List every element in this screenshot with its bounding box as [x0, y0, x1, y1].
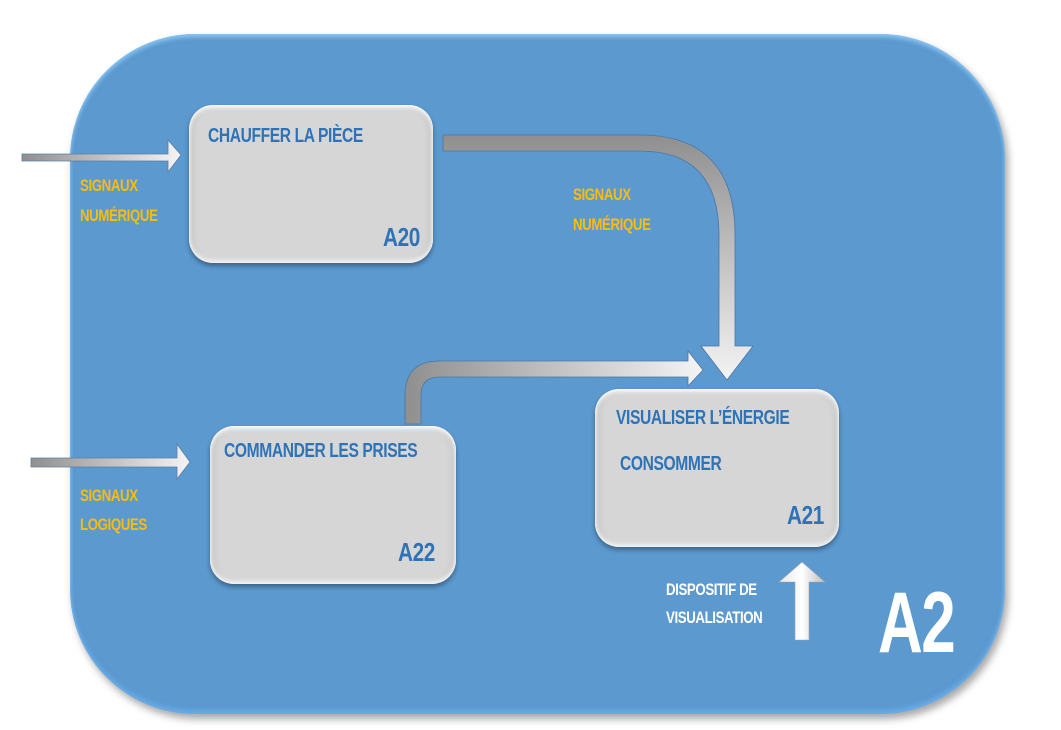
- flow-label-a20-a21-line2: numérique: [573, 215, 651, 234]
- input-arrow-a20: [21, 138, 182, 174]
- activity-title-a21-line2: consommer: [620, 453, 722, 475]
- activity-box-a22[interactable]: [210, 426, 456, 584]
- activity-title-a20: Chauffer la pièce: [208, 125, 363, 147]
- activity-box-a20[interactable]: [189, 105, 433, 263]
- input-label-a22-line1: Signaux: [80, 486, 138, 505]
- input-label-a20-line2: numérique: [80, 206, 158, 225]
- activity-code-a22: A22: [398, 537, 435, 567]
- mechanism-label-line2: visualisation: [666, 608, 763, 627]
- flow-arrow-a22-to-a21: [404, 349, 704, 425]
- activity-code-a20: A20: [383, 222, 420, 252]
- mechanism-label-line1: Dispositif de: [666, 580, 757, 599]
- activity-code-a21: A21: [787, 500, 824, 530]
- flow-label-a20-a21-line1: Signaux: [573, 185, 631, 204]
- input-label-a22-line2: logiques: [80, 515, 147, 534]
- activity-box-a21[interactable]: [595, 389, 839, 547]
- activity-title-a22: Commander les prises: [224, 440, 418, 462]
- activity-title-a21-line1: Visualiser l’énergie: [616, 407, 790, 429]
- input-label-a20-line1: Signaux: [80, 176, 138, 195]
- container-code-a2: A2: [878, 575, 956, 671]
- flow-arrow-a20-to-a21: [442, 134, 754, 381]
- mechanism-arrow-a21: [778, 561, 826, 641]
- input-arrow-a22: [30, 442, 191, 481]
